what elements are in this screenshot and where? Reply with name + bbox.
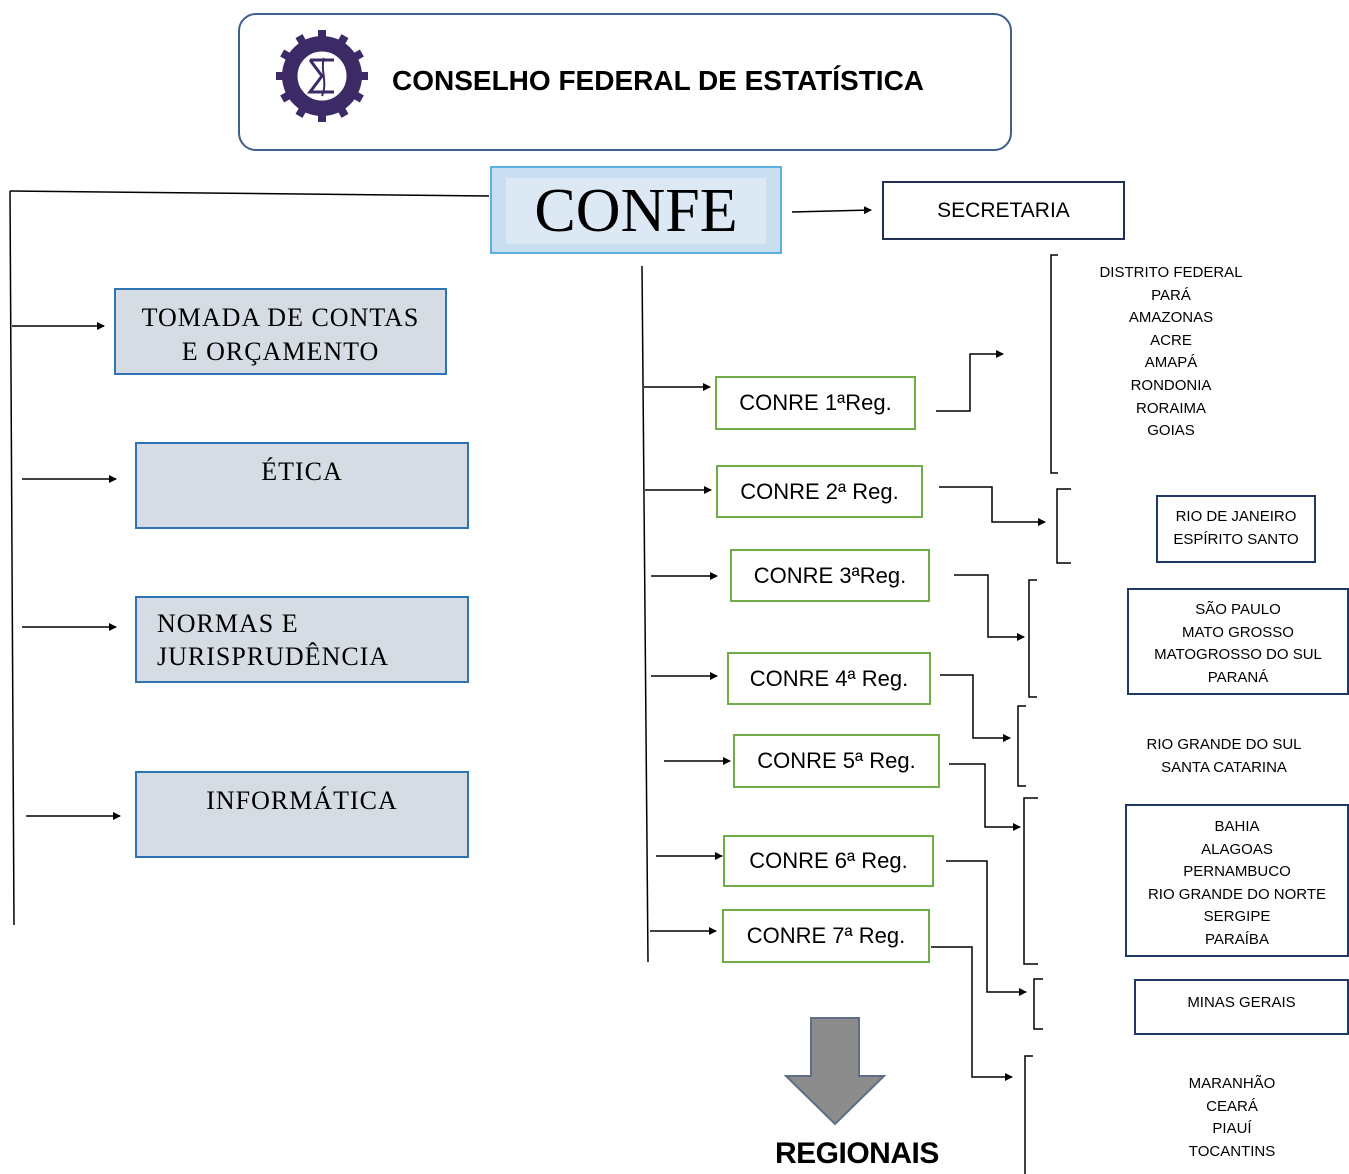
state-item: MATOGROSSO DO SUL [1154,646,1322,664]
committee-line: ÉTICA [261,457,343,486]
state-item: SANTA CATARINA [1161,758,1287,776]
header-title: CONSELHO FEDERAL DE ESTATÍSTICA [392,65,925,96]
state-item: AMAPÁ [1144,354,1198,372]
state-item: PERNAMBUCO [1183,863,1291,881]
state-item: AMAZONAS [1128,309,1214,327]
committee-line: INFORMÁTICA [206,786,398,815]
state-item: RONDONIA [1130,376,1212,394]
committee-line: E ORÇAMENTO [181,337,380,366]
state-item: DISTRITO FEDERAL [1099,264,1243,281]
state-item: SERGIPE [1203,908,1271,926]
state-item: ALAGOAS [1201,840,1273,858]
committee-etica: ÉTICA [135,442,469,529]
state-item: PARÁ [1151,286,1191,304]
state-item: MATO GROSSO [1182,623,1294,641]
conre-4-box: CONRE 4ª Reg. [727,652,931,705]
state-item: TOCANTINS [1188,1142,1276,1160]
confe-logo-icon [276,30,368,122]
secretaria-box: SECRETARIA [882,181,1125,240]
conre-1-box: CONRE 1ªReg. [715,376,916,430]
committee-line: NORMAS E [157,609,299,638]
state-item: PARAÍBA [1205,930,1269,948]
header-box [238,13,1012,151]
conre-6-box: CONRE 6ª Reg. [723,835,934,887]
states-conre-6: MINAS GERAIS [1134,979,1349,1035]
state-item: BAHIA [1214,818,1260,835]
committee-line: JURISPRUDÊNCIA [157,642,390,671]
confe-label: CONFE [506,178,766,244]
state-item: SÃO PAULO [1195,601,1281,618]
state-item: ESPÍRITO SANTO [1173,530,1299,548]
conre-3-box: CONRE 3ªReg. [730,549,930,602]
state-item: RIO GRANDE DO NORTE [1147,885,1327,903]
state-item: PARANÁ [1207,668,1269,686]
regionais-label: REGIONAIS [775,1137,939,1170]
state-item: GOIAS [1147,422,1195,440]
states-conre-4: RIO GRANDE DO SUL SANTA CATARINA [1124,734,1324,779]
state-item: PIAUÍ [1212,1120,1252,1138]
conre-2-box: CONRE 2ª Reg. [716,465,923,518]
states-conre-2: RIO DE JANEIRO ESPÍRITO SANTO [1156,495,1316,563]
committee-tomada-de-contas: TOMADA DE CONTAS E ORÇAMENTO [114,288,447,375]
down-arrow-icon [783,1017,887,1126]
state-item: RIO GRANDE DO SUL [1146,736,1302,753]
committee-informatica: INFORMÁTICA [135,771,469,858]
state-item: RORAIMA [1135,399,1206,417]
states-conre-1: DISTRITO FEDERAL PARÁ AMAZONAS ACRE AMAP… [1071,262,1271,443]
state-item: MINAS GERAIS [1187,994,1296,1011]
committee-normas: NORMAS E JURISPRUDÊNCIA [135,596,469,683]
state-item: CEARÁ [1206,1097,1258,1115]
conre-5-box: CONRE 5ª Reg. [733,734,940,788]
state-item: RIO DE JANEIRO [1175,508,1297,525]
conre-7-box: CONRE 7ª Reg. [722,909,930,963]
states-conre-5: BAHIA ALAGOAS PERNAMBUCO RIO GRANDE DO N… [1125,804,1349,957]
committee-line: TOMADA DE CONTAS [141,303,420,332]
state-item: MARANHÃO [1188,1075,1276,1092]
state-item: ACRE [1150,331,1192,349]
states-conre-3: SÃO PAULO MATO GROSSO MATOGROSSO DO SUL … [1127,588,1349,695]
states-conre-7: MARANHÃO CEARÁ PIAUÍ TOCANTINS [1132,1073,1332,1163]
